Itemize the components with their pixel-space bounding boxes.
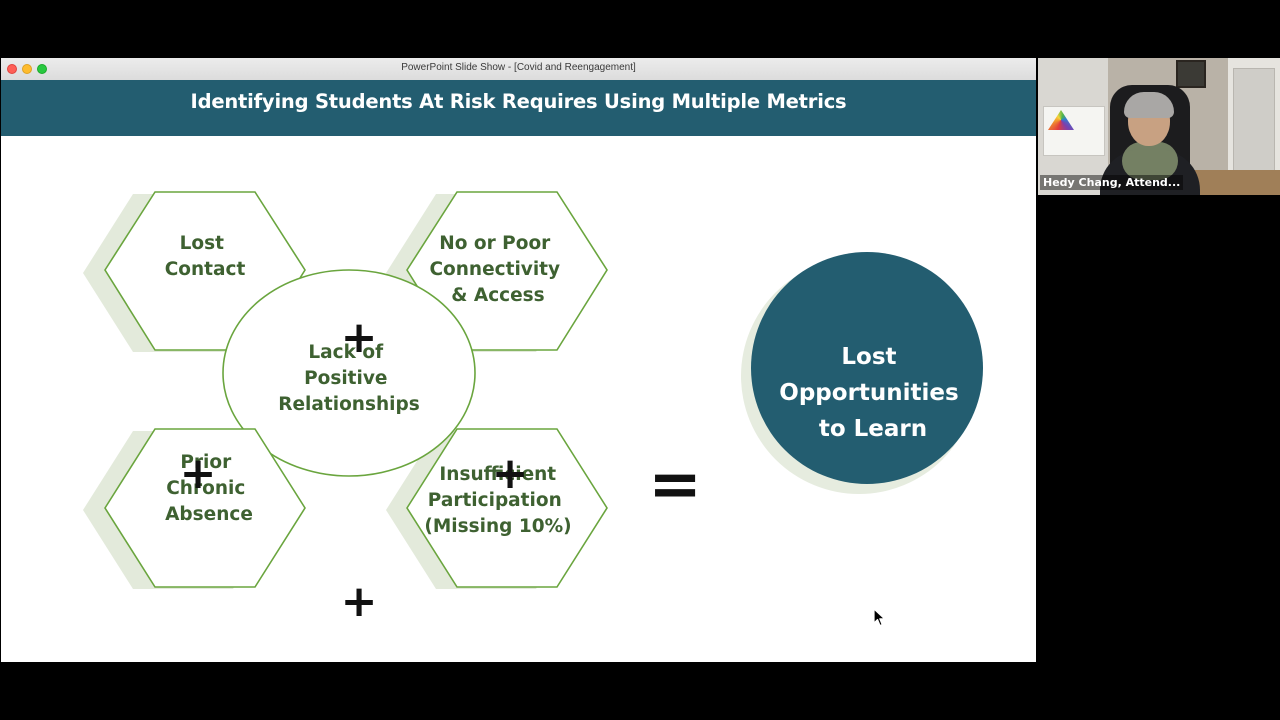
hexagon-chronic-absence	[104, 428, 306, 588]
hexagon-connectivity-text: No or Poor Connectivity & Access	[429, 233, 566, 306]
plus-sign-right: +	[492, 448, 529, 499]
hexagon-participation-text: Insufficient Participation (Missing 10%)	[424, 464, 571, 537]
slide-banner: Identifying Students At Risk Requires Us…	[1, 80, 1036, 136]
slideshow-window: PowerPoint Slide Show - [Covid and Reeng…	[1, 58, 1036, 662]
equals-sign: =	[648, 448, 702, 522]
close-window-icon[interactable]	[7, 64, 17, 74]
video-picture-frame	[1176, 60, 1206, 88]
video-poster	[1043, 106, 1105, 156]
slide[interactable]: Identifying Students At Risk Requires Us…	[1, 80, 1036, 662]
participant-video-tile[interactable]: Hedy Chang, Attend...	[1038, 58, 1280, 195]
hexagon-lost-contact-text: Lost Contact	[165, 233, 246, 280]
plus-sign-bottom: +	[341, 576, 378, 627]
hexagon-participation	[406, 428, 608, 588]
window-title: PowerPoint Slide Show - [Covid and Reeng…	[401, 62, 636, 73]
video-person-hair	[1124, 92, 1174, 118]
plus-sign-left: +	[180, 448, 217, 499]
mouse-pointer-icon	[873, 608, 886, 627]
minimize-window-icon[interactable]	[22, 64, 32, 74]
video-floor	[1188, 170, 1280, 195]
maximize-window-icon[interactable]	[37, 64, 47, 74]
result-circle-text: Lost Opportunities to Learn	[779, 344, 966, 442]
result-circle	[751, 252, 983, 484]
plus-sign-top: +	[341, 312, 378, 363]
video-person-scarf	[1122, 142, 1178, 180]
slide-title: Identifying Students At Risk Requires Us…	[190, 90, 847, 113]
center-circle-text: Lack of Positive Relationships	[278, 342, 419, 415]
hexagon-chronic-absence-text: Prior Chronic Absence	[165, 452, 253, 525]
participant-name-label: Hedy Chang, Attend...	[1040, 175, 1184, 190]
center-circle	[222, 269, 476, 477]
window-titlebar[interactable]: PowerPoint Slide Show - [Covid and Reeng…	[1, 58, 1036, 81]
video-door	[1233, 68, 1275, 180]
metrics-diagram: Lost Contact No or Poor Connectivity & A…	[83, 191, 983, 627]
